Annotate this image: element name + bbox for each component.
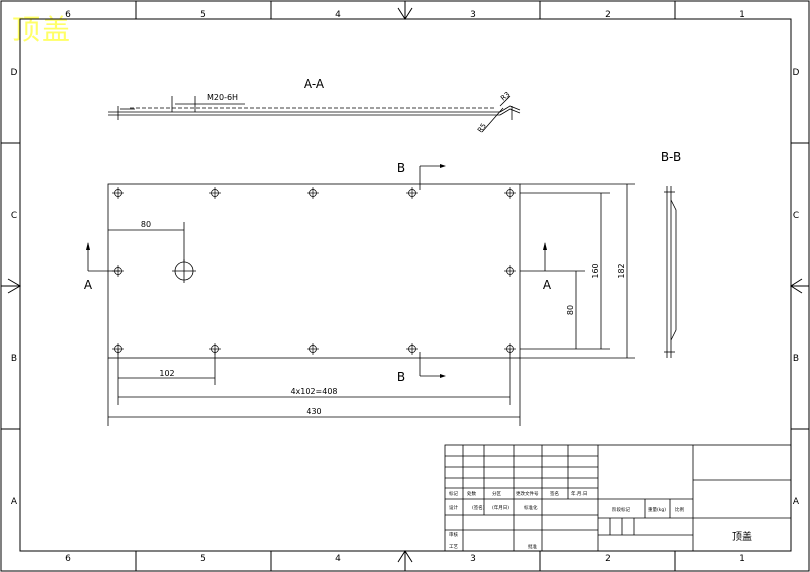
bolt-hole: [504, 343, 516, 355]
zone-row-label: C: [793, 211, 799, 221]
title-block: 标记 处数 分区 更改文件号 签名 年.月.日 设计 (签名) (年月日) 标准…: [444, 444, 792, 552]
section-bb-view: B-B: [661, 150, 681, 358]
zone-row-label: B: [793, 354, 799, 364]
zone-col-label: 6: [65, 554, 71, 564]
tb-cell: 重量(kg): [648, 506, 666, 513]
section-marker-a-left: A: [84, 278, 93, 292]
tb-cell: 分区: [492, 490, 501, 497]
tb-cell: 更改文件号: [516, 490, 539, 497]
zone-col-label: 1: [739, 554, 745, 564]
tb-cell: 比例: [675, 506, 684, 513]
section-aa-title: A-A: [304, 77, 325, 91]
dim-height: 182: [617, 263, 626, 278]
tb-cell: 阶段标记: [612, 506, 630, 513]
tb-cell: 年.月.日: [571, 490, 587, 497]
zone-row-label: A: [793, 497, 800, 507]
zone-col-label: 5: [200, 10, 206, 20]
plate-outline: [107, 183, 521, 359]
zone-col-label: 4: [335, 554, 341, 564]
dim-hole-span: 160: [591, 263, 600, 278]
section-bb-title: B-B: [661, 150, 681, 164]
tb-cell: (签名): [472, 504, 485, 511]
bolt-hole: [504, 187, 516, 199]
bolt-hole: [307, 187, 319, 199]
bolt-hole: [112, 265, 124, 277]
zone-col-label: 2: [605, 554, 611, 564]
zone-col-label: 4: [335, 10, 341, 20]
tb-cell: 标记: [449, 490, 458, 497]
tb-cell: 签名: [550, 490, 559, 497]
bolt-hole: [406, 187, 418, 199]
zone-col-label: 3: [470, 554, 476, 564]
inner-border: [19, 18, 792, 552]
section-marker-b-top: B: [397, 161, 405, 175]
thread-note: M20-6H: [207, 93, 238, 102]
chamfer-label: R5: [476, 122, 488, 134]
dim-length: 430: [306, 407, 321, 416]
tb-cell: 批准: [528, 543, 537, 550]
bolt-hole: [209, 343, 221, 355]
bolt-hole: [504, 265, 516, 277]
zone-row-label: A: [11, 497, 18, 507]
section-marker-b-bottom: B: [397, 370, 405, 384]
bolt-hole: [112, 187, 124, 199]
dim-hole-offset: 80: [141, 220, 151, 229]
zone-row-label: D: [793, 68, 800, 78]
tb-cell: 审核: [449, 531, 458, 538]
bolt-holes: [112, 187, 516, 355]
bolt-hole: [406, 343, 418, 355]
bolt-hole: [112, 343, 124, 355]
bolt-hole: [307, 343, 319, 355]
dim-pitch-total: 4x102=408: [290, 387, 337, 396]
tb-cell: 设计: [449, 504, 458, 511]
bolt-hole: [209, 187, 221, 199]
zone-col-label: 2: [605, 10, 611, 20]
tb-cell: 工艺: [449, 544, 458, 550]
part-name: 顶盖: [732, 530, 752, 543]
zone-col-label: 5: [200, 554, 206, 564]
plan-view: A A B B 80 102 4x102=408 430 80 160 182: [84, 161, 635, 426]
dim-height-half: 80: [566, 305, 575, 315]
zone-col-label: 1: [739, 10, 745, 20]
tb-cell: (年月日): [492, 504, 509, 511]
tb-cell: 处数: [467, 490, 476, 497]
section-aa-view: A-A M20-6H R3 R5: [108, 77, 521, 134]
zone-row-label: C: [11, 211, 17, 221]
chamfer-label: R3: [499, 90, 511, 102]
dim-pitch: 102: [159, 369, 174, 378]
zone-col-label: 6: [65, 10, 71, 20]
zone-row-label: B: [11, 354, 17, 364]
section-marker-a-right: A: [543, 278, 552, 292]
tb-cell: 标准化: [524, 504, 538, 511]
dimension-arrows: [86, 164, 547, 378]
zone-row-label: D: [11, 68, 18, 78]
zone-col-label: 3: [470, 10, 476, 20]
